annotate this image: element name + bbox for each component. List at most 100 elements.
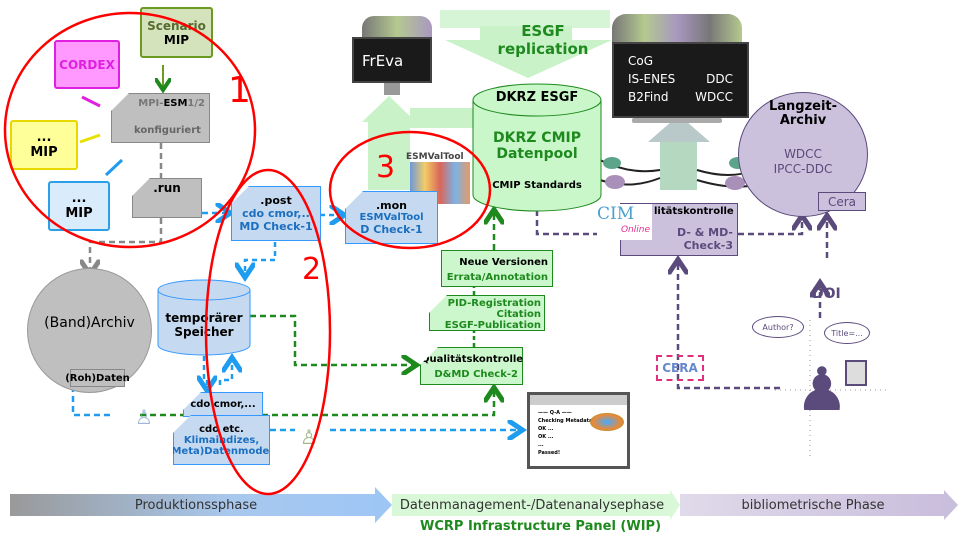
errata-label: Errata/Annotation (446, 272, 548, 283)
title-line2: Archiv (779, 113, 827, 128)
researcher-figure-icon: ♟ (795, 355, 849, 425)
section-number-2: 2 (302, 252, 322, 287)
qa-line: OK ... (538, 434, 554, 440)
qa-line: Checking Metadata (538, 418, 593, 424)
model-esm: ESM (163, 98, 188, 109)
mon-check: D Check-1 (360, 223, 423, 236)
run-label: .run (153, 181, 181, 195)
storage-line1: temporärer (165, 311, 243, 325)
post-check: MD Check-1 (239, 220, 313, 233)
portal-wdcc: WDCC (695, 90, 733, 104)
mip-scroll-yellow: ...MIP (10, 120, 78, 170)
raw-data-tag: (Roh)Daten (65, 369, 130, 387)
run-box: .run (132, 178, 202, 218)
longterm-archive-circle (738, 92, 868, 217)
section-number-3: 3 (376, 150, 396, 185)
freva-monitor (352, 37, 432, 83)
portal-cog: CoG (628, 54, 654, 68)
model-prefix: MPI- (138, 98, 164, 109)
freva-users (362, 16, 432, 40)
mip-label: MIP (163, 32, 190, 47)
cera-logo: CERA (656, 355, 704, 381)
portal-ddc: DDC (706, 72, 733, 86)
pool-line2: Datenpool (496, 146, 578, 162)
qa-line: —— Q-A —— (538, 410, 572, 416)
mon-tool: ESMValTool (359, 212, 424, 223)
qa-line: OK ... (538, 426, 554, 432)
computer-icon (845, 360, 867, 386)
pid-registration: PID-Registration (447, 298, 541, 309)
phase-data-management: Datenmanagement-/Datenanalysephase (392, 494, 672, 516)
post-label: .post (260, 194, 292, 207)
cordex-label: CORDEX (59, 57, 115, 72)
esmvaltool-image-label: ESMValTool (406, 152, 464, 162)
citation: Citation (496, 309, 542, 320)
user-figure-icon: ♙ (135, 405, 153, 429)
portals-monitor: CoG IS-ENES DDC B2Find WDCC (612, 42, 749, 118)
band-archive-label: (Band)Archiv (44, 315, 135, 331)
monitor-stand (384, 83, 400, 95)
pool-line1: DKRZ CMIP (493, 130, 581, 146)
browser-logos-icon (590, 413, 624, 431)
ellipsis: ... (71, 191, 87, 206)
qc3-check-line2: Check-3 (683, 239, 733, 252)
phase-production (10, 494, 382, 516)
mpi-esm-box: MPI-ESM1/2 konfiguriert (111, 93, 210, 143)
qa-line: Passed! (538, 450, 561, 456)
doi-label: DOI (812, 286, 841, 302)
cera-logo-text: CERA (662, 361, 698, 375)
model-status: konfiguriert (134, 125, 201, 136)
phase-production-label: Produktionssphase (134, 497, 258, 513)
footer-wip: WCRP Infrastructure Panel (WIP) (420, 519, 662, 534)
portal-is-enes: IS-ENES (628, 72, 676, 86)
longterm-title: Langzeit-Archiv (738, 100, 868, 128)
esgf-publication: ESGF-Publication (444, 320, 541, 331)
cdo-cmor-label: cdo cmor,... (190, 399, 256, 410)
replication-line1: ESGF (521, 22, 565, 40)
cordex-scroll: CORDEX (54, 40, 120, 89)
post-cdo: cdo cmor,.. (242, 207, 310, 220)
versions-label: Neue Versionen (459, 257, 548, 268)
thought-bubble-title: Title=... (824, 322, 870, 344)
data-model: (Meta)Datenmodell (166, 445, 277, 457)
cdo-etc-label: cdo etc. (199, 423, 244, 435)
replication-line2: replication (497, 40, 589, 58)
storage-line2: Speicher (174, 325, 234, 339)
qa-browser-window: —— Q-A —— Checking Metadata OK ... OK .....… (527, 392, 630, 469)
ellipsis: ... (36, 130, 52, 145)
cera-tag: Cera (818, 192, 866, 211)
mip-label: MIP (65, 206, 93, 221)
portal-b2find: B2Find (628, 90, 669, 104)
thought-bubble-author: Author? (752, 316, 804, 338)
title-line1: Langzeit- (768, 99, 838, 114)
monitor-stand (632, 118, 722, 123)
cim-online: Online (620, 225, 650, 235)
qa-line: ... (538, 442, 544, 448)
cim-text: CIM (597, 204, 635, 224)
ipcc-ddc-label: IPCC-DDC (773, 162, 833, 176)
wdcc-label: WDCC (784, 147, 822, 161)
mon-label: .mon (375, 199, 408, 212)
freva-label: FrEva (362, 52, 404, 70)
cim-logo: CIM Online (597, 204, 652, 240)
qc2-check: D&MD Check-2 (434, 369, 518, 380)
dkrz-esgf-label: DKRZ ESGF (495, 90, 579, 105)
phase-bibliometric: bibliometrische Phase (680, 494, 946, 516)
mip-label: MIP (30, 145, 58, 160)
qc3-box: litätskontrolle D- & MD-Check-3 (620, 203, 738, 256)
portal-users (612, 14, 742, 44)
